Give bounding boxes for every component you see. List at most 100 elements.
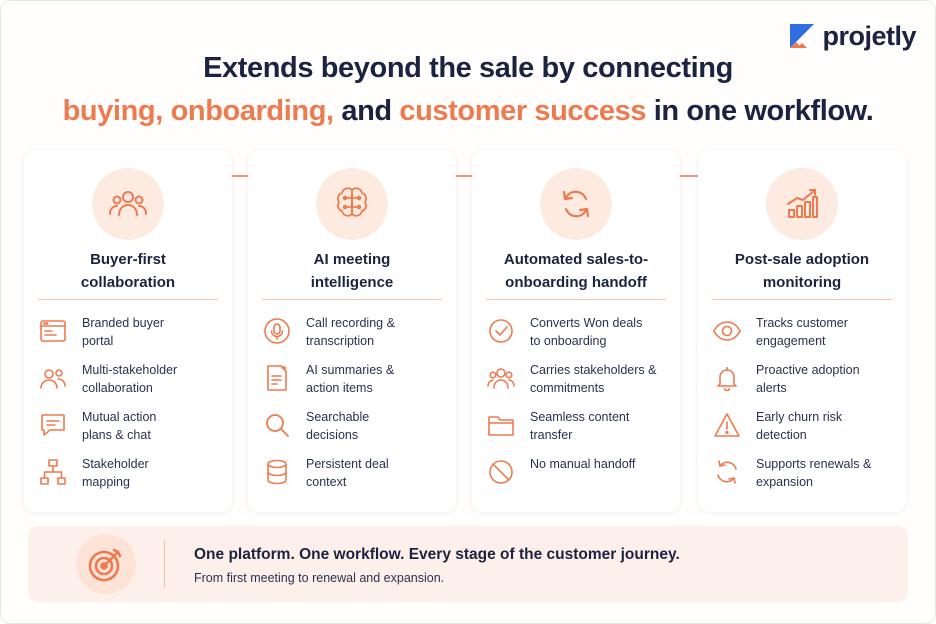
eye-icon [713, 321, 741, 341]
check-circle-icon [489, 319, 513, 343]
people-group-icon [109, 191, 147, 216]
microphone-icon [264, 318, 290, 344]
feature-list: Tracks customer engagement Proactive adop… [712, 314, 898, 502]
list-item: Tracks customer engagement [712, 314, 898, 361]
list-item-line-1: Searchable [306, 410, 370, 424]
card-title: Automated sales-to- onboarding handoff [472, 248, 680, 294]
list-item-line-2: action items [306, 381, 373, 395]
projetly-logo-icon [790, 24, 815, 48]
footer-subtitle: From first meeting to renewal and expans… [194, 571, 445, 585]
list-item-line-2: plans & chat [82, 428, 151, 442]
list-item-line-1: Multi-stakeholder [82, 363, 178, 377]
card-title-line-2: monitoring [762, 274, 842, 291]
card-title-line-2: onboarding handoff [505, 274, 647, 291]
list-item-line-2: mapping [82, 475, 130, 489]
card-title: Buyer-first collaboration [24, 248, 232, 294]
list-item-line-2: transfer [530, 428, 573, 442]
list-item: Carries stakeholders & commitments [486, 361, 672, 408]
users-icon [487, 368, 515, 389]
list-item: No manual handoff [486, 455, 672, 502]
list-item: Stakeholder mapping [38, 455, 224, 502]
card-automated-handoff: Automated sales-to- onboarding handoff C… [472, 150, 680, 512]
list-item: Persistent deal context [262, 455, 448, 502]
card-title-line-1: Post-sale adoption [734, 251, 870, 268]
list-item: Call recording & transcription [262, 314, 448, 361]
card-divider [712, 299, 892, 300]
card-title-line-1: Buyer-first [90, 251, 166, 268]
card-icon-circle [92, 168, 164, 240]
list-item-line-2: alerts [756, 381, 787, 395]
list-item-line-2: engagement [756, 334, 826, 348]
chat-bubble-icon [41, 414, 65, 436]
card-title: AI meeting intelligence [248, 248, 456, 294]
card-divider [486, 299, 666, 300]
feature-list: Branded buyer portal Multi-stakeholder col… [38, 314, 224, 502]
card-icon-circle [316, 168, 388, 240]
headline-line-1: Extends beyond the sale by connecting [203, 52, 733, 84]
list-item-line-2: transcription [306, 334, 375, 348]
list-item-line-2: collaboration [82, 381, 153, 395]
list-item-line-1: Tracks customer [756, 316, 848, 330]
footer-title: One platform. One workflow. Every stage … [194, 546, 680, 563]
growth-chart-icon [787, 189, 818, 218]
card-title-line-2: collaboration [80, 274, 176, 291]
list-item-line-2: portal [82, 334, 114, 348]
footer-icon-circle [76, 534, 136, 594]
feature-list: Converts Won deals to onboarding Carries … [486, 314, 672, 502]
target-arrow-icon [88, 548, 122, 582]
card-title: Post-sale adoption monitoring [698, 248, 906, 294]
search-icon [266, 414, 289, 437]
brand-logo: projetly [788, 20, 916, 52]
brain-circuit-icon [337, 187, 367, 217]
users-icon [40, 369, 66, 389]
list-item-line-1: Converts Won deals [530, 316, 643, 330]
headline-and: and [333, 95, 400, 127]
list-item: Early churn risk detection [712, 408, 898, 455]
document-sparkle-icon [267, 365, 287, 391]
list-item-line-2: commitments [530, 381, 605, 395]
list-item-line-1: Carries stakeholders & [530, 363, 657, 377]
list-item: AI summaries &action items [262, 361, 448, 408]
card-icon-circle [540, 168, 612, 240]
card-buyer-collaboration: Buyer-first collaboration Branded buyer p… [24, 150, 232, 512]
card-post-sale-monitoring: Post-sale adoption monitoring Tracks cus… [698, 150, 906, 512]
refresh-icon [717, 460, 737, 484]
list-item: Branded buyer portal [38, 314, 224, 361]
org-chart-icon [40, 459, 66, 485]
headline-accent-buying: buying, [62, 95, 164, 127]
footer-divider [164, 540, 165, 588]
list-item-line-2: expansion [756, 475, 813, 489]
list-item-line-1: Early churn risk [756, 410, 843, 424]
headline-accent-onboarding: onboarding, [170, 95, 335, 127]
feature-list: Call recording & transcription AI summari… [262, 314, 448, 502]
footer-banner: One platform. One workflow. Every stage … [28, 526, 908, 602]
card-icon-circle [766, 168, 838, 240]
list-item-line-2: to onboarding [530, 334, 607, 348]
card-title-line-1: AI meeting [313, 251, 391, 268]
card-ai-meeting-intelligence: AI meeting intelligence Call recording &… [248, 150, 456, 512]
list-item-line-2: detection [756, 428, 807, 442]
list-item: Mutual action plans & chat [38, 408, 224, 455]
list-item-line-1: Persistent deal [306, 457, 389, 471]
card-title-line-1: Automated sales-to- [503, 251, 649, 268]
list-item-line-2: context [306, 475, 347, 489]
list-item-line-2: decisions [306, 428, 359, 442]
list-item-line-1: Branded buyer [82, 316, 165, 330]
list-item-line-1: Stakeholder [82, 457, 149, 471]
headline-tail: in one workflow. [646, 95, 874, 127]
list-item-line-1: Mutual action [82, 410, 157, 424]
prohibited-icon [489, 460, 513, 484]
card-divider [38, 299, 218, 300]
card-divider [262, 299, 442, 300]
bell-icon [717, 367, 737, 392]
list-item-line-1: Seamless content [530, 410, 630, 424]
sync-arrows-icon [562, 190, 590, 218]
list-item: Supports renewals &expansion [712, 455, 898, 502]
list-item: Multi-stakeholder collaboration [38, 361, 224, 408]
list-item-line-1: Call recording & [306, 316, 395, 330]
headline-space [163, 95, 171, 127]
folder-icon [488, 416, 514, 436]
card-title-line-2: intelligence [310, 274, 394, 291]
list-item: Searchable decisions [262, 408, 448, 455]
